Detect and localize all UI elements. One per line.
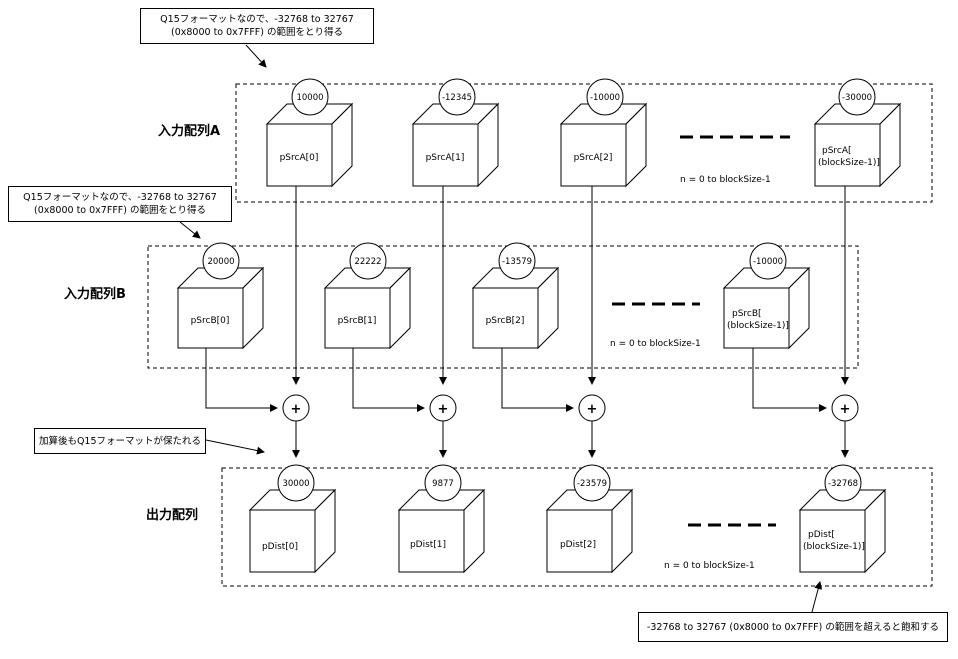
- cube-out-2-value: -23579: [577, 479, 607, 489]
- output-range: n = 0 to blockSize-1: [664, 561, 755, 571]
- cube-a-last-name-2: (blockSize-1)]: [818, 158, 880, 168]
- adder-3-symbol: +: [840, 402, 851, 417]
- q15-note-a-line1: Q15フォーマットなので、-32768 to 32767: [160, 14, 354, 25]
- cube-a-2-value: -10000: [590, 93, 620, 103]
- adder-1: +: [429, 394, 457, 422]
- cube-a-2-name: pSrcA[2]: [574, 153, 613, 163]
- cube-a-1-value: -12345: [442, 93, 472, 103]
- cube-a-1-name: pSrcA[1]: [426, 153, 465, 163]
- cube-b-0: 20000 pSrcB[0]: [176, 242, 265, 350]
- cube-b-0-name: pSrcB[0]: [191, 316, 230, 326]
- q15-note-a-line2: (0x8000 to 0x7FFF) の範囲をとり得る: [171, 27, 343, 38]
- q15-note-b-line1: Q15フォーマットなので、-32768 to 32767: [23, 192, 217, 203]
- cube-b-0-value: 20000: [207, 257, 234, 267]
- q15-note-b-line2: (0x8000 to 0x7FFF) の範囲をとり得る: [34, 205, 206, 216]
- adder-0-symbol: +: [291, 402, 302, 417]
- cube-out-last-name-2: (blockSize-1)]: [803, 542, 865, 552]
- output-frame: [221, 467, 933, 587]
- cube-a-last: -30000 pSrcA[ (blockSize-1)]: [813, 78, 902, 188]
- cube-b-2-value: -13579: [502, 257, 532, 267]
- add-note: 加算後もQ15フォーマットが保たれる: [34, 428, 206, 454]
- flow-b2: [501, 348, 574, 412]
- array-a-label: 入力配列A: [158, 124, 221, 139]
- array-b-frame: [147, 245, 859, 369]
- note-a-arrow: [245, 44, 267, 68]
- cube-out-last-value: -32768: [828, 479, 858, 489]
- cube-out-1-name: pDist[1]: [410, 540, 446, 550]
- cube-b-2-name: pSrcB[2]: [486, 316, 525, 326]
- array-a-range: n = 0 to blockSize-1: [680, 175, 771, 185]
- cube-out-0: 30000 pDist[0]: [248, 464, 337, 574]
- cube-b-last-value: -10000: [753, 257, 783, 267]
- q15-note-a: Q15フォーマットなので、-32768 to 32767 (0x8000 to …: [140, 8, 374, 44]
- saturate-note-arrow: [811, 581, 823, 613]
- output-label: 出力配列: [146, 508, 199, 523]
- cube-a-0-name: pSrcA[0]: [280, 153, 319, 163]
- array-b-label: 入力配列B: [64, 287, 126, 302]
- q15-note-b: Q15フォーマットなので、-32768 to 32767 (0x8000 to …: [8, 186, 232, 222]
- cube-out-0-value: 30000: [282, 479, 309, 489]
- cube-a-last-name-1: pSrcA[: [822, 146, 852, 156]
- cube-b-2: -13579 pSrcB[2]: [471, 242, 560, 350]
- cube-b-1: 22222 pSrcB[1]: [323, 242, 412, 350]
- saturate-note: -32768 to 32767 (0x8000 to 0x7FFF) の範囲を超…: [638, 612, 948, 642]
- note-b-arrow: [179, 221, 201, 239]
- adder-2: +: [578, 394, 606, 422]
- cube-a-last-value: -30000: [842, 93, 872, 103]
- adder-2-symbol: +: [587, 402, 598, 417]
- cube-b-last-name-1: pSrcB[: [732, 309, 762, 319]
- add-note-arrow: [205, 439, 265, 455]
- array-b-range: n = 0 to blockSize-1: [610, 339, 701, 349]
- cube-a-1: -12345 pSrcA[1]: [411, 78, 500, 188]
- flow-b1: [352, 348, 425, 412]
- cube-out-2-name: pDist[2]: [560, 540, 596, 550]
- cube-out-1-value: 9877: [432, 479, 454, 489]
- cube-out-2: -23579 pDist[2]: [545, 464, 634, 574]
- cube-out-last-name-1: pDist[: [808, 530, 835, 540]
- cube-out-last: -32768 pDist[ (blockSize-1)]: [798, 464, 887, 574]
- cube-a-2: -10000 pSrcA[2]: [559, 78, 648, 188]
- cube-a-0-value: 10000: [296, 93, 323, 103]
- cube-b-last: -10000 pSrcB[ (blockSize-1)]: [722, 242, 811, 350]
- cube-out-0-name: pDist[0]: [262, 542, 298, 552]
- cube-b-1-value: 22222: [354, 257, 381, 267]
- array-a-frame: [235, 83, 933, 203]
- cube-a-0: 10000 pSrcA[0]: [265, 78, 354, 188]
- cube-out-1: 9877 pDist[1]: [397, 464, 486, 574]
- flow-b3: [752, 348, 827, 412]
- adder-3: +: [831, 394, 859, 422]
- flow-b0: [205, 348, 278, 412]
- adder-0: +: [282, 394, 310, 422]
- cube-b-last-name-2: (blockSize-1)]: [727, 321, 789, 331]
- cube-b-1-name: pSrcB[1]: [338, 316, 377, 326]
- adder-1-symbol: +: [438, 402, 449, 417]
